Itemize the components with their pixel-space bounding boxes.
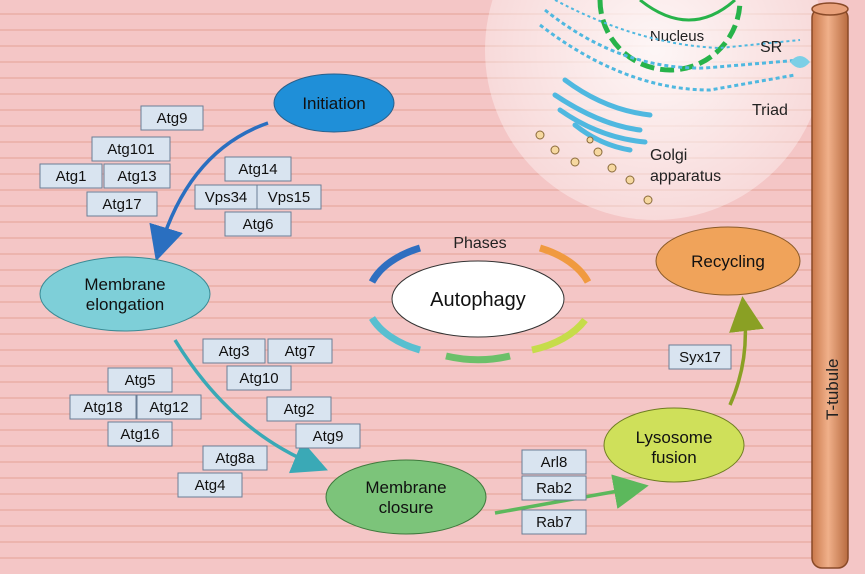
protein-label: Atg9 bbox=[157, 110, 188, 127]
golgi-label-1: Golgi bbox=[650, 147, 687, 164]
protein-box: Atg9 bbox=[295, 423, 361, 449]
autophagy-phases-cycle bbox=[368, 244, 592, 364]
phase-lysosome-fusion: Lysosome fusion bbox=[603, 407, 745, 483]
sarcoplasmic-reticulum-icon: SR bbox=[539, 0, 801, 92]
triad-label: Triad bbox=[752, 102, 788, 119]
protein-label: Atg13 bbox=[117, 168, 156, 185]
protein-label: Atg2 bbox=[284, 401, 315, 418]
protein-box: Syx17 bbox=[668, 344, 732, 370]
protein-label: Atg14 bbox=[238, 161, 277, 178]
protein-label: Rab7 bbox=[536, 514, 572, 531]
protein-label: Atg6 bbox=[243, 216, 274, 233]
phases-title: Phases bbox=[453, 235, 506, 252]
protein-box: Arl8 bbox=[521, 449, 587, 475]
protein-label: Atg5 bbox=[125, 372, 156, 389]
golgi-icon bbox=[552, 77, 653, 153]
protein-box: Atg17 bbox=[86, 191, 158, 217]
elongation-label-1: Membrane bbox=[84, 275, 165, 294]
protein-label: Rab2 bbox=[536, 480, 572, 497]
protein-label: Atg17 bbox=[102, 196, 141, 213]
protein-box: Atg2 bbox=[266, 396, 332, 422]
protein-label: Syx17 bbox=[679, 349, 721, 366]
protein-label: Atg7 bbox=[285, 343, 316, 360]
protein-box: Rab2 bbox=[521, 475, 587, 501]
nucleus-label: Nucleus bbox=[650, 28, 704, 45]
triad-icon: Triad bbox=[752, 56, 810, 119]
closure-label-1: Membrane bbox=[365, 478, 446, 497]
protein-label: Atg4 bbox=[195, 477, 226, 494]
organelle-region bbox=[485, 0, 825, 220]
vesicles bbox=[535, 130, 653, 205]
protein-box: Atg6 bbox=[224, 211, 292, 237]
phase-membrane-elongation: Membrane elongation bbox=[39, 256, 211, 332]
autophagy-label: Autophagy bbox=[430, 289, 526, 311]
protein-box: Vps34 bbox=[194, 184, 258, 210]
arrow-elongation-to-closure bbox=[173, 339, 328, 474]
protein-box: Rab7 bbox=[521, 509, 587, 535]
fusion-label-1: Lysosome bbox=[636, 428, 713, 447]
protein-box: Atg12 bbox=[136, 394, 202, 420]
protein-label: Atg12 bbox=[149, 399, 188, 416]
arrow-initiation-to-elongation bbox=[149, 121, 269, 262]
initiation-label: Initiation bbox=[302, 94, 365, 113]
protein-box: Atg4 bbox=[177, 472, 243, 498]
protein-box: Atg16 bbox=[107, 421, 173, 447]
protein-box: Atg5 bbox=[107, 367, 173, 393]
protein-label: Vps15 bbox=[268, 189, 311, 206]
protein-label: Atg16 bbox=[120, 426, 159, 443]
sr-label: SR bbox=[760, 39, 782, 56]
protein-label: Atg101 bbox=[107, 141, 155, 158]
protein-label: Atg18 bbox=[83, 399, 122, 416]
elongation-label-2: elongation bbox=[86, 295, 164, 314]
protein-box: Atg13 bbox=[103, 163, 171, 189]
closure-label-2: closure bbox=[379, 498, 434, 517]
protein-label: Atg3 bbox=[219, 343, 250, 360]
t-tubule-label: T-tubule bbox=[823, 359, 842, 420]
protein-label: Atg1 bbox=[56, 168, 87, 185]
recycling-label: Recycling bbox=[691, 252, 765, 271]
protein-box: Atg14 bbox=[224, 156, 292, 182]
protein-label: Arl8 bbox=[541, 454, 568, 471]
phase-membrane-closure: Membrane closure bbox=[325, 459, 487, 535]
phase-initiation: Initiation bbox=[273, 73, 395, 133]
protein-box: Atg9 bbox=[140, 105, 204, 131]
t-tubule-icon: T-tubule bbox=[811, 2, 849, 569]
protein-label: Vps34 bbox=[205, 189, 248, 206]
autophagy-core bbox=[391, 260, 565, 338]
protein-box: Atg101 bbox=[91, 136, 171, 162]
arrow-fusion-to-recycling bbox=[728, 296, 764, 406]
protein-box: Vps15 bbox=[256, 184, 322, 210]
phase-recycling: Recycling bbox=[655, 226, 801, 296]
protein-box: Atg3 bbox=[202, 338, 266, 364]
protein-label: Atg8a bbox=[215, 450, 255, 467]
golgi-label-2: apparatus bbox=[650, 168, 721, 185]
protein-label: Atg10 bbox=[239, 370, 278, 387]
protein-box: Atg7 bbox=[267, 338, 333, 364]
protein-label: Atg9 bbox=[313, 428, 344, 445]
protein-box: Atg18 bbox=[69, 394, 137, 420]
fusion-label-2: fusion bbox=[651, 448, 696, 467]
protein-box: Atg8a bbox=[202, 445, 268, 471]
protein-box: Atg1 bbox=[39, 163, 103, 189]
protein-box: Atg10 bbox=[226, 365, 292, 391]
